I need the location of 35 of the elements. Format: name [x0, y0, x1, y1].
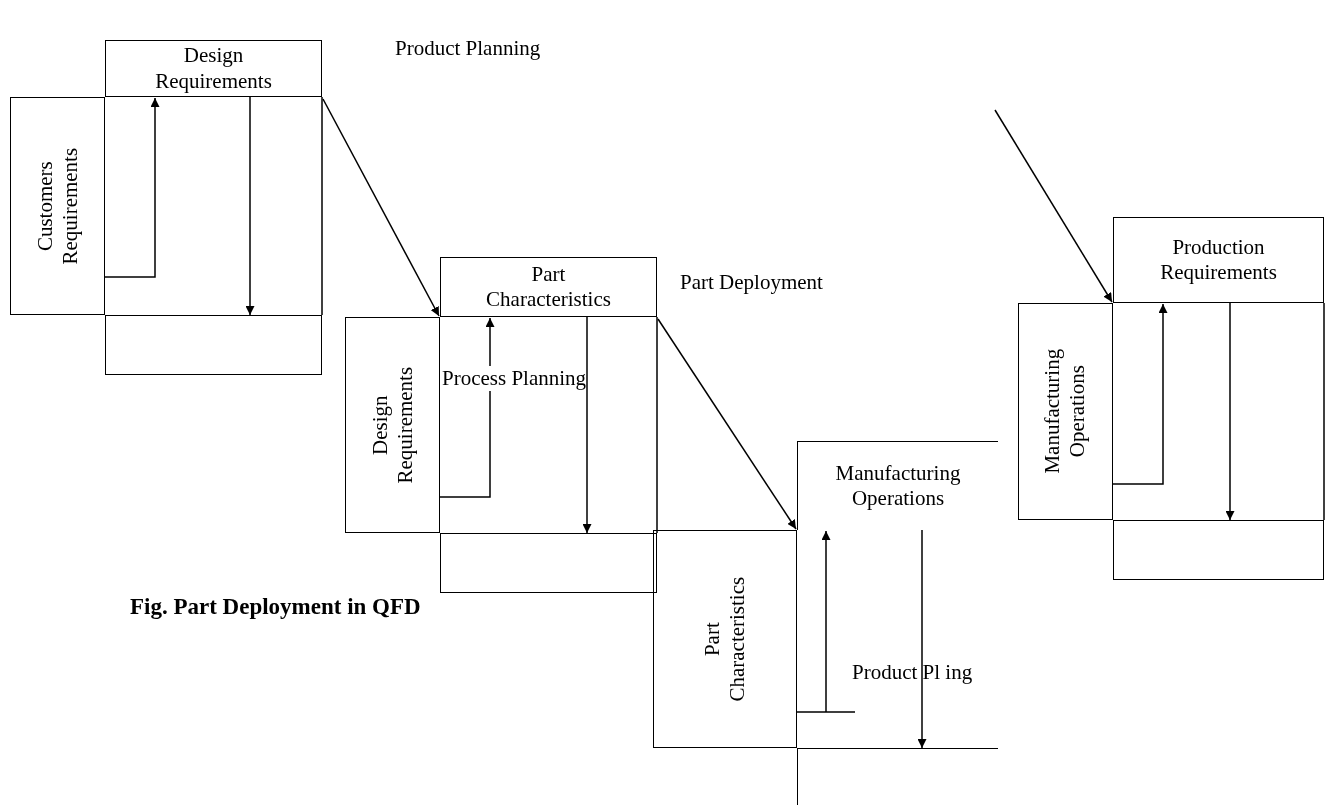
- row-header-box: [10, 97, 105, 315]
- arrow: [104, 97, 160, 278]
- stage-label: Product Pl ing: [852, 660, 973, 685]
- column-header-box: [797, 441, 998, 530]
- header-label: Design Requirements: [154, 43, 273, 94]
- matrix-box: [440, 533, 657, 593]
- vertical-label: Design Requirements: [367, 365, 418, 486]
- row-header-box: [653, 530, 797, 748]
- header-label: Part Characteristics: [485, 261, 612, 313]
- row-header-box: [1018, 303, 1113, 520]
- arrow: [439, 317, 495, 498]
- arrow: [657, 318, 797, 530]
- arrow: [322, 98, 440, 317]
- arrow: [582, 316, 592, 534]
- arrow: [1112, 303, 1168, 485]
- stage-label: Process Planning: [442, 366, 587, 391]
- vertical-label: Customers Requirements: [32, 146, 83, 267]
- arrow: [245, 96, 255, 316]
- matrix-box: [1113, 520, 1324, 580]
- header-label: Manufacturing Operations: [834, 460, 962, 512]
- column-header-box: [1113, 217, 1324, 303]
- stage-label: Part Deployment: [680, 270, 823, 295]
- stage-label: Product Planning: [395, 36, 541, 61]
- column-header-box: [105, 40, 322, 97]
- header-label: Production Requirements: [1159, 234, 1278, 286]
- vertical-label: Manufacturing Operations: [1040, 348, 1091, 476]
- row-header-box: [345, 317, 440, 533]
- figure-caption: Fig. Part Deployment in QFD: [130, 594, 421, 620]
- vertical-label: Part Characteristics: [699, 575, 750, 704]
- arrow: [1225, 302, 1235, 521]
- arrow: [917, 529, 927, 749]
- arrow: [796, 530, 856, 713]
- matrix-box: [105, 315, 322, 375]
- column-header-box: [440, 257, 657, 317]
- arrow: [994, 109, 1113, 303]
